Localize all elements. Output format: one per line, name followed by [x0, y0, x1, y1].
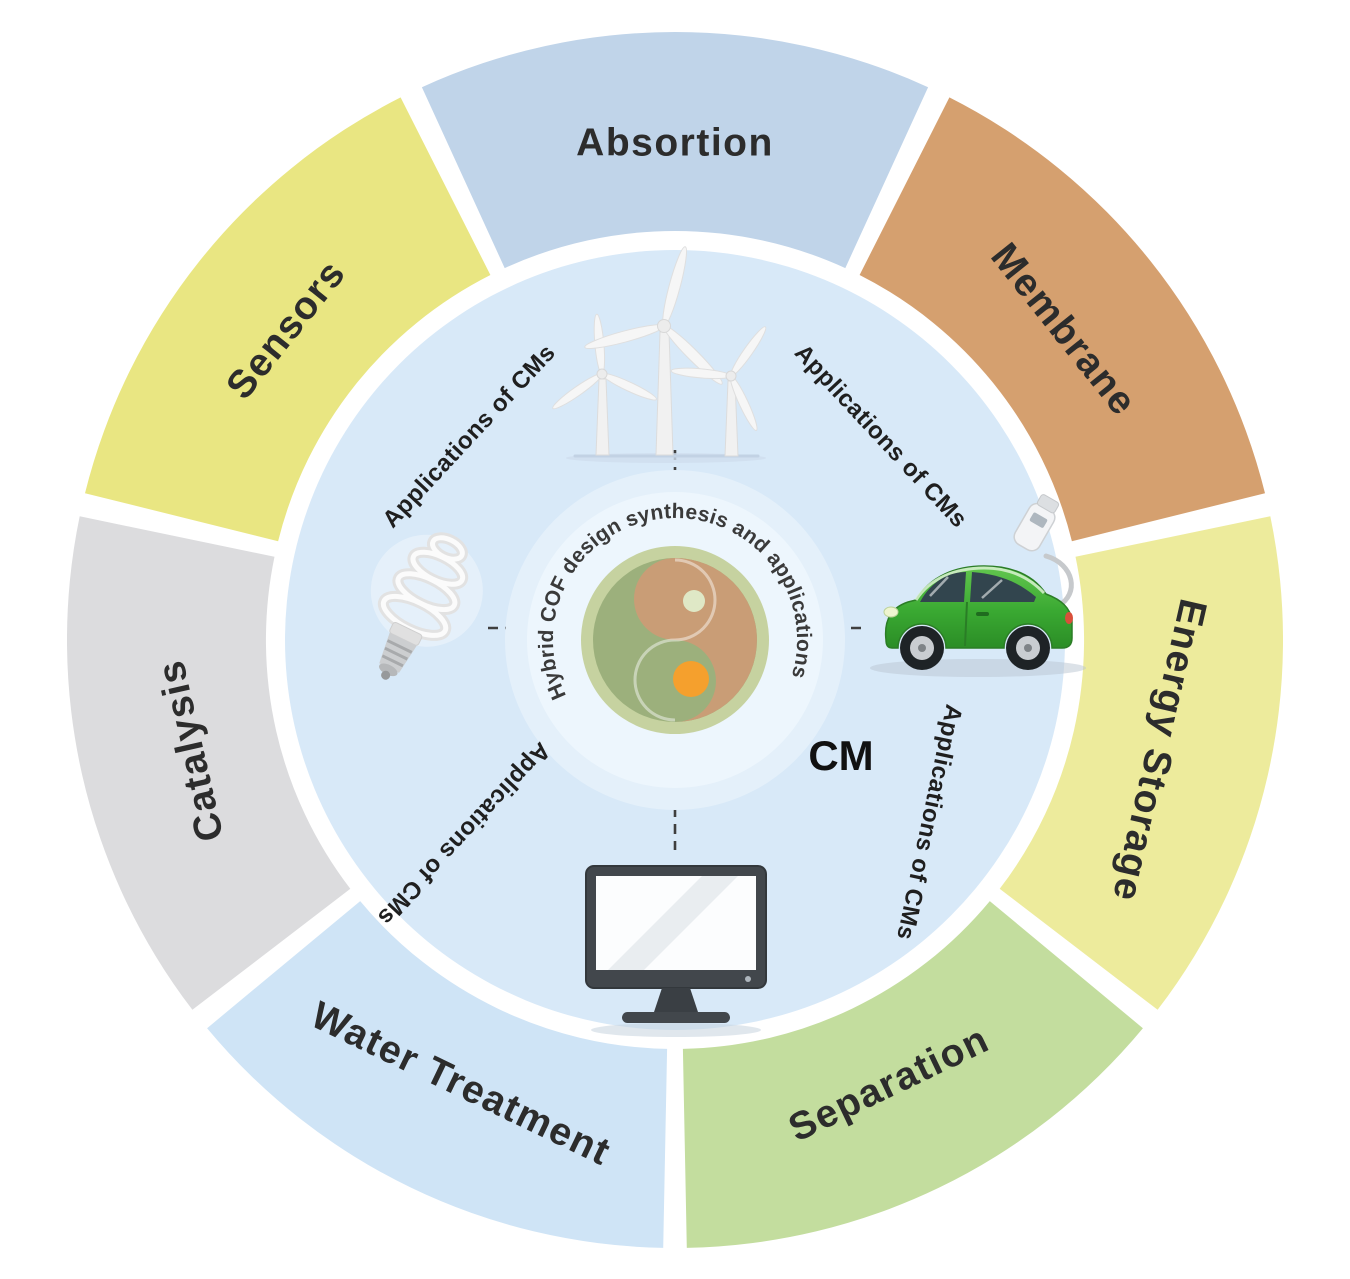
segment-arc-sensors	[85, 97, 491, 542]
segment-arc-separation	[682, 901, 1143, 1248]
logo-s-curve-highlight	[633, 558, 717, 722]
car-front-wheel	[900, 626, 944, 670]
segment-arc-water-treatment	[207, 901, 668, 1248]
ring-segment-separation: Separation	[682, 901, 1143, 1248]
monitor-icon	[585, 865, 767, 1037]
center-emblem: Hybrid COF design synthesis and applicat…	[505, 470, 845, 810]
segment-label-absortion: Absortion	[576, 121, 774, 164]
monitor-shadow	[591, 1023, 761, 1037]
charger-screen	[1029, 512, 1048, 528]
ring-segment-absortion: Absortion	[421, 32, 929, 269]
cm-label: CM	[808, 732, 873, 779]
ring-segment-membrane: Membrane	[859, 97, 1265, 542]
segment-arc-catalysis	[66, 516, 351, 1010]
charger-nozzle	[1036, 494, 1060, 514]
ring-segment-sensors: Sensors	[85, 97, 491, 542]
ring-segment-catalysis: Catalysis	[66, 516, 351, 1010]
segment-arc-absortion	[421, 32, 929, 269]
wind-turbines-icon	[552, 246, 767, 463]
bulb-coil	[377, 532, 469, 641]
bulb-base-tip	[379, 663, 398, 677]
cfl-bulb-icon	[370, 532, 483, 680]
car-headlight	[883, 606, 899, 618]
car-door-seam	[964, 601, 968, 647]
car-roof-highlight	[914, 566, 1046, 601]
yin-yang-logo-icon	[581, 546, 769, 734]
segment-arc-energy-storage	[999, 516, 1284, 1010]
monitor-stand-base	[622, 1012, 730, 1023]
logo-orange-dot	[673, 661, 709, 697]
car-shadow	[870, 659, 1086, 677]
monitor-screen-sheen	[608, 876, 738, 970]
turbine-left	[552, 313, 657, 456]
turbine-right	[670, 326, 767, 457]
logo-pale-dot	[683, 590, 705, 612]
ring-segment-energy-storage: Energy Storage	[999, 516, 1284, 1010]
segment-arc-membrane	[859, 97, 1265, 542]
monitor-stand-neck	[654, 988, 698, 1012]
electric-car-icon	[870, 494, 1086, 677]
car-rear-wheel	[1006, 626, 1050, 670]
outer-ring: Absortion Membrane Energy Storage Separa…	[66, 32, 1284, 1248]
monitor-power-led	[745, 976, 751, 982]
car-door-handle	[976, 612, 989, 616]
car-taillight	[1065, 612, 1073, 624]
logo-tan-swirl	[634, 558, 757, 722]
